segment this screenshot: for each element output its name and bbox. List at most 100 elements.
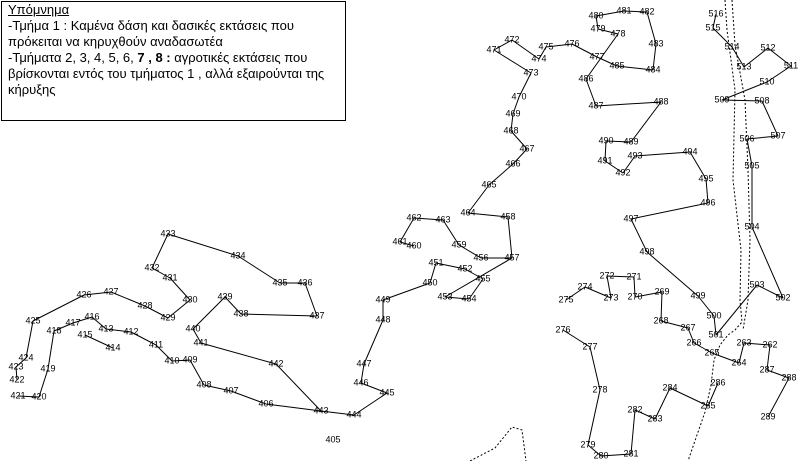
- point-label-423: 423: [8, 361, 23, 371]
- point-label-507: 507: [770, 130, 785, 140]
- point-label-422: 422: [9, 374, 24, 384]
- point-label-474: 474: [531, 53, 546, 63]
- point-label-layer: 4054064074084094104114124134144154164174…: [8, 5, 798, 460]
- point-label-488: 488: [653, 96, 668, 106]
- point-label-282: 282: [627, 404, 642, 414]
- point-label-263: 263: [736, 337, 751, 347]
- point-label-438: 438: [233, 308, 248, 318]
- point-label-437: 437: [309, 310, 324, 320]
- point-label-513: 513: [736, 61, 751, 71]
- point-label-267: 267: [680, 322, 695, 332]
- point-label-443: 443: [313, 405, 328, 415]
- point-label-476: 476: [564, 38, 579, 48]
- point-label-271: 271: [626, 271, 641, 281]
- point-label-264: 264: [731, 357, 746, 367]
- map-legend: Υπόμνημα -Τμήμα 1 : Καμένα δάση και δασι…: [1, 1, 346, 121]
- legend-entry-bold: 7 , 8 :: [137, 50, 171, 65]
- point-label-506: 506: [739, 133, 754, 143]
- point-label-495: 495: [698, 173, 713, 183]
- boundary-line-layer: [15, 10, 792, 457]
- point-label-442: 442: [268, 358, 283, 368]
- dotted-boundary-1: [687, 0, 743, 461]
- point-label-485: 485: [609, 60, 624, 70]
- point-label-439: 439: [217, 291, 232, 301]
- point-label-496: 496: [700, 197, 715, 207]
- point-label-501: 501: [708, 329, 723, 339]
- point-label-489: 489: [623, 136, 638, 146]
- point-label-459: 459: [451, 239, 466, 249]
- boundary-line-2: [32, 233, 322, 412]
- boundary-line-6: [15, 320, 34, 381]
- point-label-486: 486: [578, 73, 593, 83]
- point-label-418: 418: [46, 325, 61, 335]
- point-label-467: 467: [519, 143, 534, 153]
- point-label-441: 441: [193, 337, 208, 347]
- point-label-473: 473: [523, 67, 538, 77]
- point-label-407: 407: [223, 385, 238, 395]
- point-label-417: 417: [65, 317, 80, 327]
- point-label-428: 428: [137, 300, 152, 310]
- point-label-416: 416: [84, 311, 99, 321]
- point-label-478: 478: [610, 28, 625, 38]
- point-label-461: 461: [392, 236, 407, 246]
- point-label-269: 269: [654, 286, 669, 296]
- point-label-440: 440: [185, 323, 200, 333]
- point-label-409: 409: [182, 354, 197, 364]
- point-label-449: 449: [375, 294, 390, 304]
- point-label-266: 266: [686, 337, 701, 347]
- point-label-509: 509: [714, 94, 729, 104]
- point-label-480: 480: [588, 10, 603, 20]
- point-label-447: 447: [356, 358, 371, 368]
- point-label-448: 448: [375, 314, 390, 324]
- point-label-265: 265: [704, 347, 719, 357]
- point-label-430: 430: [182, 294, 197, 304]
- point-label-483: 483: [648, 38, 663, 48]
- point-label-451: 451: [428, 257, 443, 267]
- point-label-456: 456: [473, 252, 488, 262]
- point-label-433: 433: [160, 228, 175, 238]
- point-label-444: 444: [346, 409, 361, 419]
- point-label-516: 516: [708, 8, 723, 18]
- point-label-408: 408: [196, 379, 211, 389]
- point-label-492: 492: [615, 167, 630, 177]
- point-label-500: 500: [706, 310, 721, 320]
- point-label-413: 413: [98, 323, 113, 333]
- point-label-511: 511: [784, 60, 798, 70]
- point-label-406: 406: [258, 398, 273, 408]
- legend-entry-prefix: -Τμήματα 2, 3, 4, 5, 6,: [8, 50, 138, 65]
- point-label-434: 434: [230, 250, 245, 260]
- point-label-268: 268: [653, 315, 668, 325]
- point-label-477: 477: [589, 51, 604, 61]
- point-label-458: 458: [500, 211, 515, 221]
- boundary-line-1: [17, 10, 792, 416]
- point-label-273: 273: [603, 292, 618, 302]
- point-label-420: 420: [31, 391, 46, 401]
- point-label-498: 498: [639, 246, 654, 256]
- point-label-279: 279: [580, 439, 595, 449]
- point-label-281: 281: [623, 448, 638, 458]
- boundary-line-4: [565, 275, 790, 418]
- point-label-277: 277: [582, 341, 597, 351]
- point-label-405: 405: [325, 434, 340, 444]
- point-label-270: 270: [627, 291, 642, 301]
- point-label-287: 287: [759, 364, 774, 374]
- point-label-275: 275: [558, 294, 573, 304]
- point-label-484: 484: [645, 64, 660, 74]
- point-label-283: 283: [647, 413, 662, 423]
- point-label-284: 284: [662, 382, 677, 392]
- point-label-426: 426: [76, 289, 91, 299]
- legend-entry-section-1: -Τμήμα 1 : Καμένα δάση και δασικές εκτάσ…: [8, 18, 294, 49]
- point-label-445: 445: [379, 387, 394, 397]
- point-label-457: 457: [504, 252, 519, 262]
- boundary-line-5: [562, 329, 719, 457]
- point-label-455: 455: [475, 273, 490, 283]
- point-label-505: 505: [744, 160, 759, 170]
- point-label-421: 421: [10, 390, 25, 400]
- point-label-424: 424: [18, 352, 33, 362]
- point-label-465: 465: [481, 179, 496, 189]
- point-label-468: 468: [503, 125, 518, 135]
- point-label-454: 454: [461, 293, 476, 303]
- point-label-479: 479: [590, 23, 605, 33]
- point-label-460: 460: [406, 240, 421, 250]
